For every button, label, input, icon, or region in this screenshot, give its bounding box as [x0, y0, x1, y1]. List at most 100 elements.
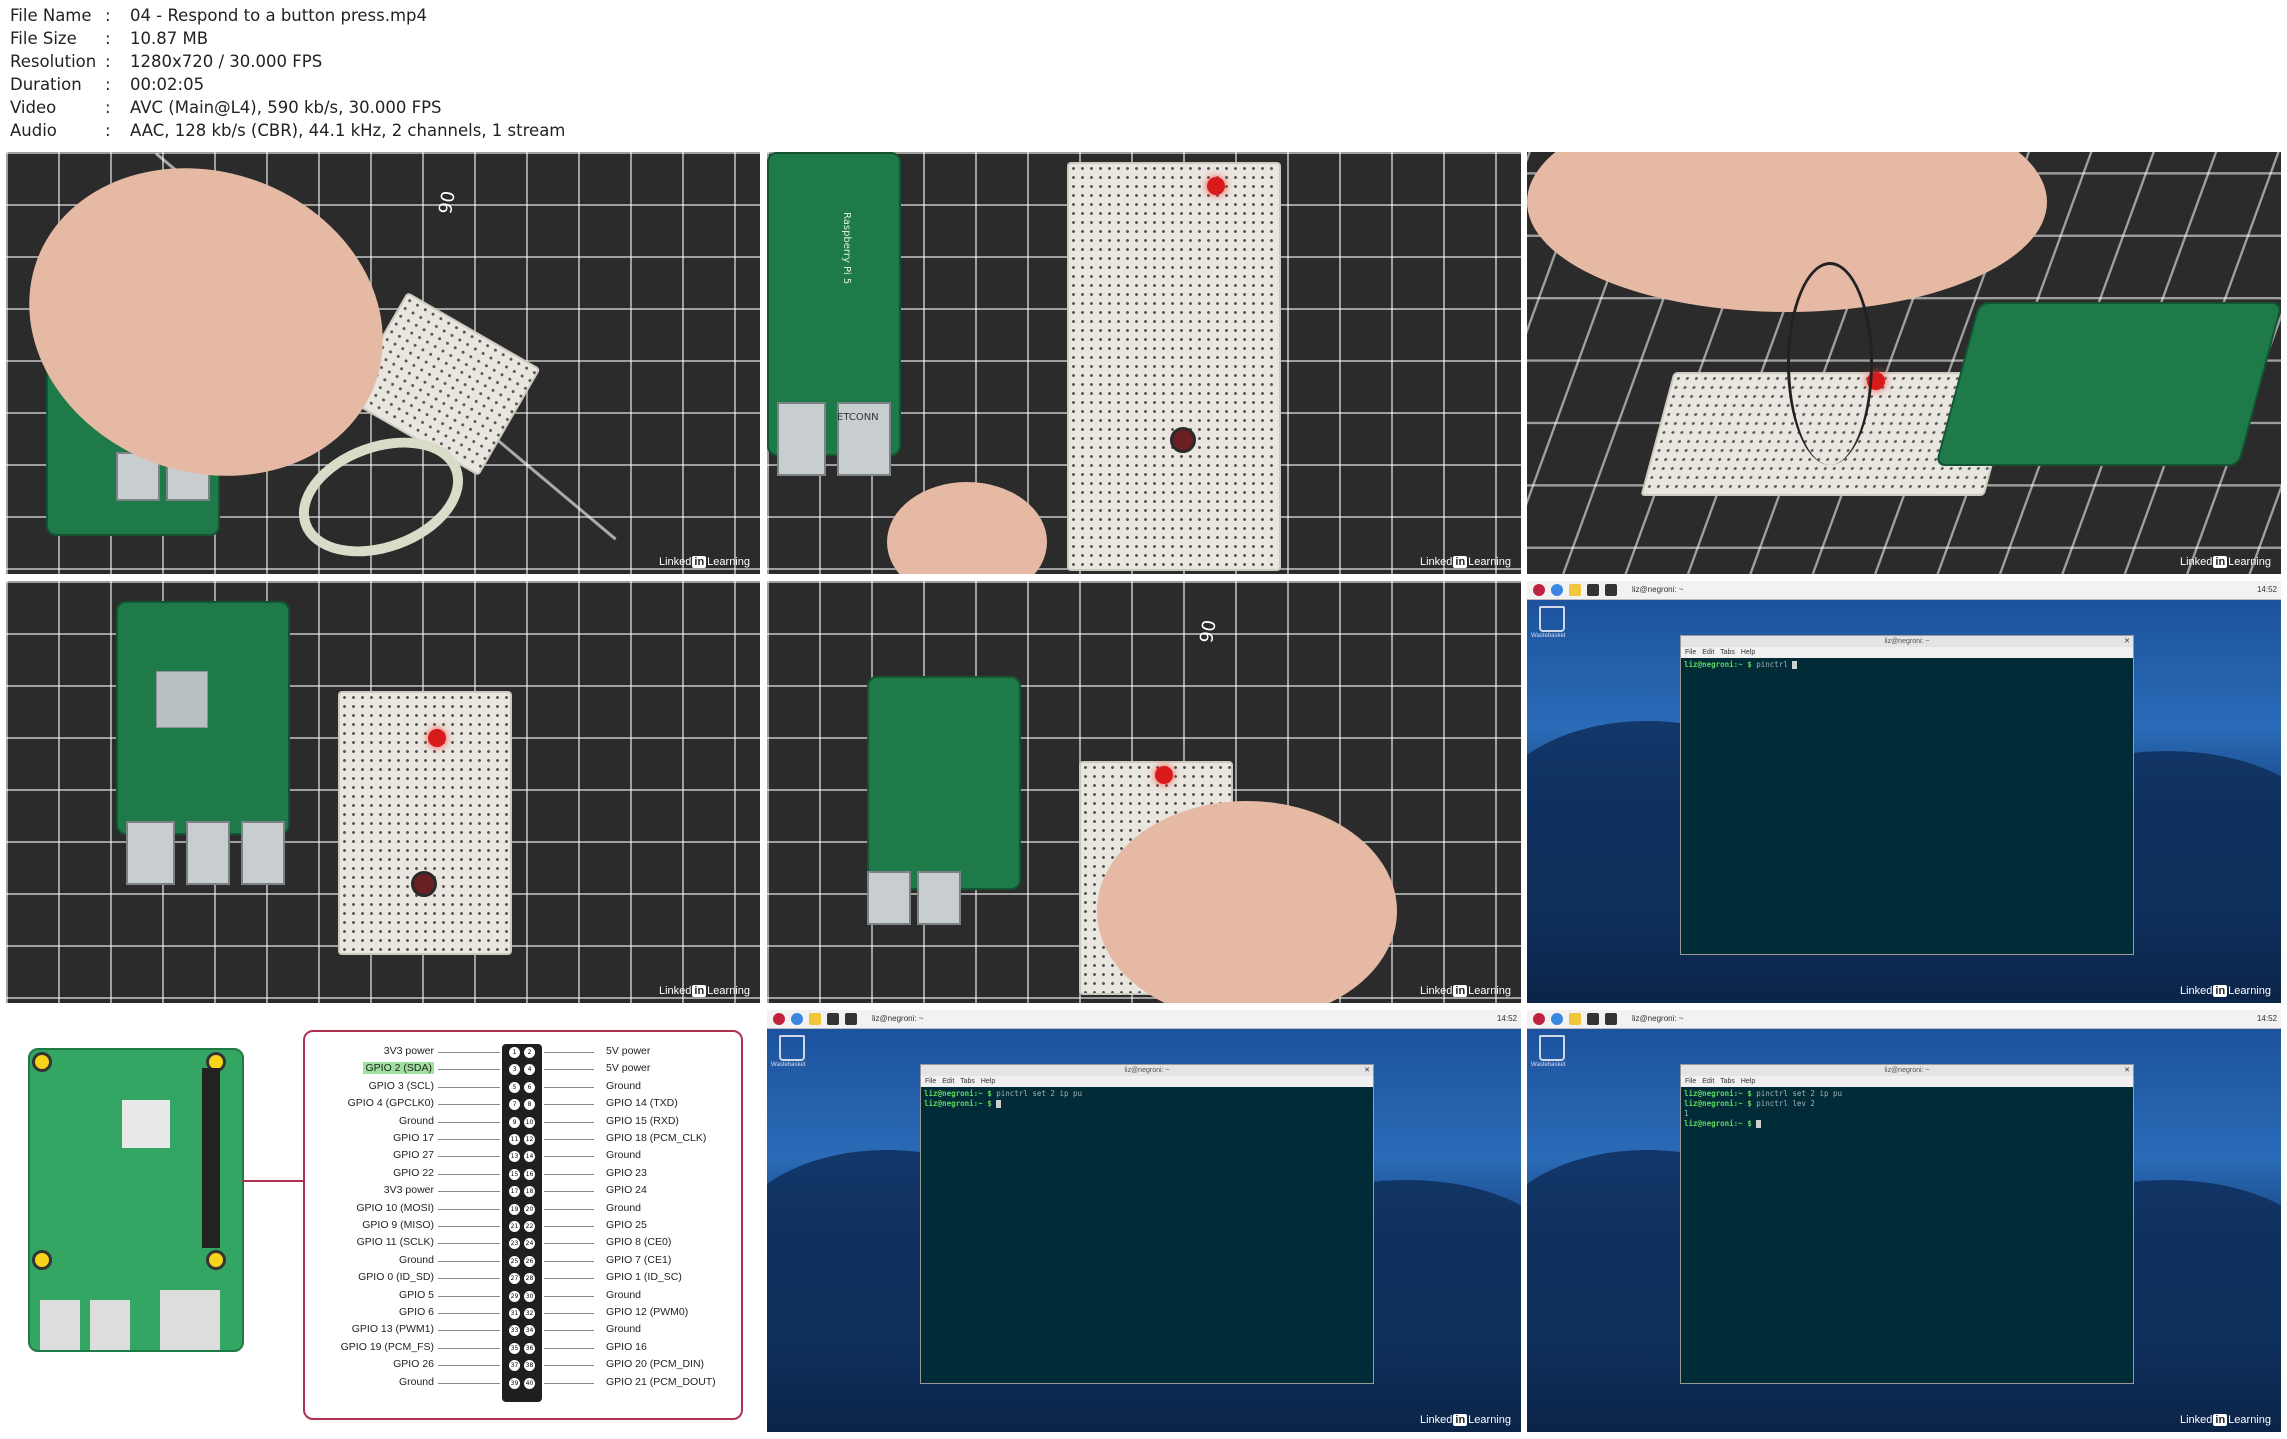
pin-number: 34 [524, 1325, 535, 1337]
close-icon[interactable]: ✕ [2124, 638, 2130, 645]
pin-leader-line [544, 1347, 594, 1349]
pin-number: 28 [524, 1273, 535, 1285]
pin-number: 6 [524, 1081, 535, 1093]
pin-label-right: Ground [606, 1079, 642, 1092]
meta-key: Video [10, 98, 57, 117]
taskbar-window-label[interactable]: liz@negroni: ~ [1632, 1014, 1684, 1023]
menu-file[interactable]: File [1685, 1078, 1697, 1085]
terminal-output[interactable]: liz@negroni:~ $ pinctrl set 2 ip pu liz@… [924, 1089, 1083, 1108]
folder-icon[interactable] [809, 1013, 821, 1025]
terminal-titlebar[interactable]: liz@negroni: ~✕ [1681, 636, 2133, 647]
pin-leader-line [438, 1278, 500, 1280]
pin-label-left: Ground [398, 1114, 434, 1127]
meta-row: Audio:AAC, 128 kb/s (CBR), 44.1 kHz, 2 c… [10, 119, 565, 142]
pin-number: 16 [524, 1168, 535, 1180]
browser-icon[interactable] [1551, 1013, 1563, 1025]
meta-separator: : [105, 29, 111, 48]
terminal-menubar: File Edit Tabs Help [921, 1076, 1373, 1087]
pin-leader-line [438, 1121, 500, 1123]
menu-edit[interactable]: Edit [1702, 1078, 1715, 1085]
terminal-output[interactable]: liz@negroni:~ $ pinctrl [1681, 658, 2133, 672]
menu-tabs[interactable]: Tabs [1720, 649, 1735, 656]
pin-label-left: GPIO 27 [393, 1149, 434, 1162]
pin-number: 18 [524, 1186, 535, 1198]
taskbar-window-label[interactable]: liz@negroni: ~ [872, 1014, 924, 1023]
pin-leader-line [544, 1243, 594, 1245]
terminal-task-icon[interactable] [1605, 1013, 1617, 1025]
pi-illustration [28, 1048, 244, 1352]
hand [887, 482, 1047, 574]
pin-leader-line [438, 1365, 500, 1367]
terminal-task-icon[interactable] [1605, 584, 1617, 596]
ethernet-illustration [160, 1290, 220, 1350]
terminal-task-icon[interactable] [845, 1013, 857, 1025]
meta-key: Audio [10, 121, 57, 140]
menu-file[interactable]: File [1685, 649, 1697, 656]
menu-help[interactable]: Help [1740, 649, 1756, 656]
pin-number: 37 [509, 1360, 520, 1372]
wastebasket-icon[interactable] [1539, 606, 1565, 632]
pin-number: 30 [524, 1290, 535, 1302]
folder-icon[interactable] [1569, 584, 1581, 596]
jumper-wire [1787, 262, 1873, 465]
pin-label-right: GPIO 1 (ID_SC) [606, 1271, 682, 1284]
pin-label-right: GPIO 15 (RXD) [606, 1114, 679, 1127]
pin-label-right: Ground [606, 1201, 642, 1214]
pin-number: 12 [524, 1134, 535, 1145]
terminal-window[interactable]: liz@negroni: ~✕ File Edit Tabs Help liz@… [1680, 635, 2134, 955]
pin-leader-line [544, 1173, 594, 1175]
taskbar: liz@negroni: ~ 14:52 [1527, 581, 2281, 600]
mounting-hole [32, 1250, 52, 1270]
wastebasket-icon[interactable] [1539, 1035, 1565, 1061]
hand [1097, 801, 1397, 1003]
terminal-output[interactable]: liz@negroni:~ $ pinctrl set 2 ip pu liz@… [1684, 1089, 1843, 1128]
menu-file[interactable]: File [925, 1078, 937, 1085]
taskbar-window-label[interactable]: liz@negroni: ~ [1632, 585, 1684, 594]
meta-separator: : [105, 98, 111, 117]
terminal-window[interactable]: liz@negroni: ~✕ File Edit Tabs Help liz@… [920, 1064, 1374, 1384]
menu-edit[interactable]: Edit [942, 1078, 955, 1085]
raspberry-menu-icon[interactable] [773, 1013, 785, 1025]
pin-label-right: GPIO 14 (TXD) [606, 1097, 678, 1110]
folder-icon[interactable] [1569, 1013, 1581, 1025]
usb-port [777, 402, 826, 476]
menu-help[interactable]: Help [1740, 1078, 1756, 1085]
push-button [1170, 427, 1196, 453]
menu-edit[interactable]: Edit [1702, 649, 1715, 656]
pin-label-left: GPIO 13 (PWM1) [351, 1323, 434, 1336]
pin-leader-line [438, 1104, 500, 1106]
soc-chip [156, 671, 208, 728]
mounting-hole [32, 1052, 52, 1072]
clock: 14:52 [2256, 585, 2277, 594]
pin-label-right: Ground [606, 1288, 642, 1301]
meta-row: File Size:10.87 MB [10, 27, 565, 50]
close-icon[interactable]: ✕ [2124, 1067, 2130, 1074]
raspberry-menu-icon[interactable] [1533, 1013, 1545, 1025]
wastebasket-icon[interactable] [779, 1035, 805, 1061]
browser-icon[interactable] [791, 1013, 803, 1025]
wastebasket-label: Wastebasket [1531, 1062, 1566, 1068]
menu-help[interactable]: Help [980, 1078, 996, 1085]
meta-value: 1280x720 / 30.000 FPS [130, 52, 323, 71]
raspberry-menu-icon[interactable] [1533, 584, 1545, 596]
pin-number: 15 [509, 1168, 520, 1180]
pin-leader-line [438, 1052, 500, 1053]
menu-tabs[interactable]: Tabs [1720, 1078, 1735, 1085]
terminal-titlebar[interactable]: liz@negroni: ~✕ [1681, 1065, 2133, 1076]
pin-leader-line [544, 1226, 594, 1227]
terminal-icon[interactable] [827, 1013, 839, 1025]
menu-tabs[interactable]: Tabs [960, 1078, 975, 1085]
terminal-icon[interactable] [1587, 584, 1599, 596]
pin-label-left: GPIO 0 (ID_SD) [358, 1271, 434, 1284]
terminal-icon[interactable] [1587, 1013, 1599, 1025]
terminal-window[interactable]: liz@negroni: ~✕ File Edit Tabs Help liz@… [1680, 1064, 2134, 1384]
soc-illustration [122, 1100, 170, 1148]
terminal-titlebar[interactable]: liz@negroni: ~✕ [921, 1065, 1373, 1076]
raspberry-pi-board [1935, 302, 2281, 466]
close-icon[interactable]: ✕ [1364, 1067, 1370, 1074]
browser-icon[interactable] [1551, 584, 1563, 596]
pin-number: 36 [524, 1342, 535, 1354]
usb-illustration [40, 1300, 80, 1350]
